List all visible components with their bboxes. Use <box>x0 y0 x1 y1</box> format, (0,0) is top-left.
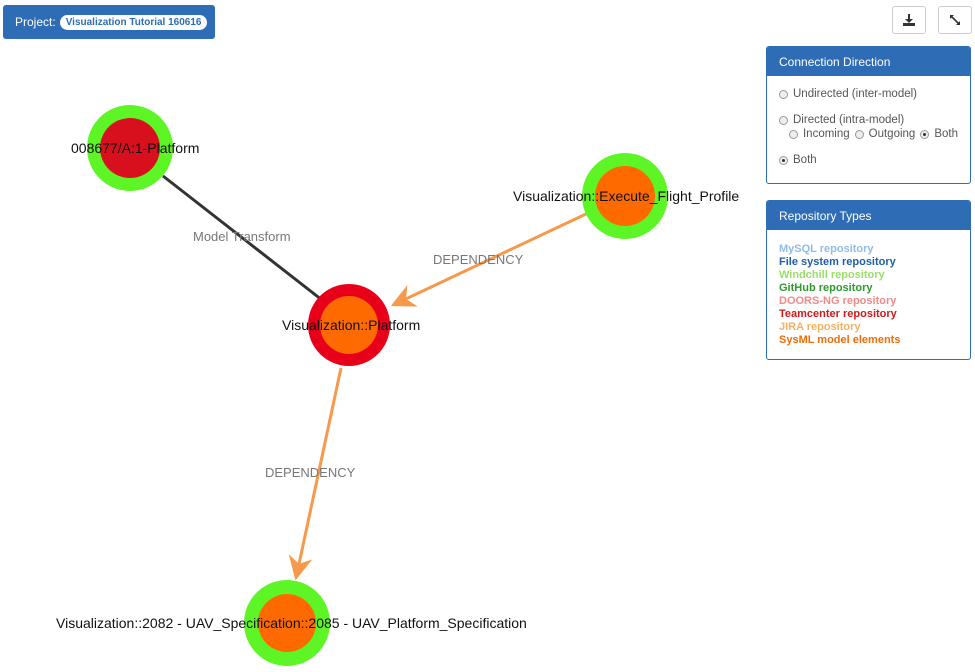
node-label: Visualization::Platform <box>282 317 420 333</box>
repo-file-system: File system repository <box>779 256 896 268</box>
repo-windchill: Windchill repository <box>779 269 885 281</box>
repo-sysml: SysML model elements <box>779 334 901 346</box>
project-label: Project: <box>15 15 56 29</box>
node-execute-flight-profile[interactable]: Visualization::Execute_Flight_Profile <box>513 153 739 239</box>
radio-both[interactable]: Both <box>779 154 958 166</box>
radio-button[interactable] <box>779 115 788 125</box>
node-label: Visualization::2082 - UAV_Specification:… <box>56 615 527 631</box>
repo-doors-ng: DOORS-NG repository <box>779 295 897 307</box>
graph-canvas[interactable]: Model Transform DEPENDENCY DEPENDENCY 00… <box>0 0 760 672</box>
connection-direction-title: Connection Direction <box>767 47 970 76</box>
node-label: 008677/A:1-Platform <box>71 140 199 156</box>
expand-button[interactable] <box>938 6 972 34</box>
radio-button[interactable] <box>779 155 788 165</box>
node-uav-platform-specification[interactable]: Visualization::2082 - UAV_Specification:… <box>56 580 527 666</box>
edge-label-dependency-2: DEPENDENCY <box>265 465 356 480</box>
radio-button[interactable] <box>779 89 788 99</box>
edge-label-dependency-1: DEPENDENCY <box>433 252 524 267</box>
repository-types-panel: Repository Types MySQL repository File s… <box>766 200 971 360</box>
edge-model-transform[interactable] <box>162 174 323 302</box>
repo-jira: JIRA repository <box>779 321 861 333</box>
project-name-badge: Visualization Tutorial 160616 <box>59 14 208 30</box>
node-008677-platform[interactable]: 008677/A:1-Platform <box>71 105 199 191</box>
download-button[interactable] <box>892 6 926 34</box>
node-visualization-platform[interactable]: Visualization::Platform <box>282 284 420 366</box>
expand-icon <box>950 15 960 25</box>
edge-dependency-execute-platform[interactable] <box>390 212 587 307</box>
radio-incoming[interactable] <box>789 129 798 139</box>
edge-label-model-transform: Model Transform <box>193 229 291 244</box>
directed-suboptions: Incoming Outgoing Both <box>789 128 958 140</box>
download-icon <box>903 14 915 26</box>
radio-undirected[interactable]: Undirected (inter-model) <box>779 88 958 100</box>
repo-teamcenter: Teamcenter repository <box>779 308 897 320</box>
edge-dependency-platform-uav[interactable] <box>288 367 343 581</box>
repo-github: GitHub repository <box>779 282 873 294</box>
project-button[interactable]: Project: Visualization Tutorial 160616 <box>3 5 215 39</box>
repository-types-title: Repository Types <box>767 201 970 230</box>
radio-outgoing[interactable] <box>854 129 864 139</box>
repo-mysql: MySQL repository <box>779 243 874 255</box>
node-label: Visualization::Execute_Flight_Profile <box>513 188 739 204</box>
radio-both-sub[interactable] <box>920 129 930 139</box>
radio-directed[interactable]: Directed (intra-model) <box>779 114 958 126</box>
connection-direction-panel: Connection Direction Undirected (inter-m… <box>766 46 971 184</box>
